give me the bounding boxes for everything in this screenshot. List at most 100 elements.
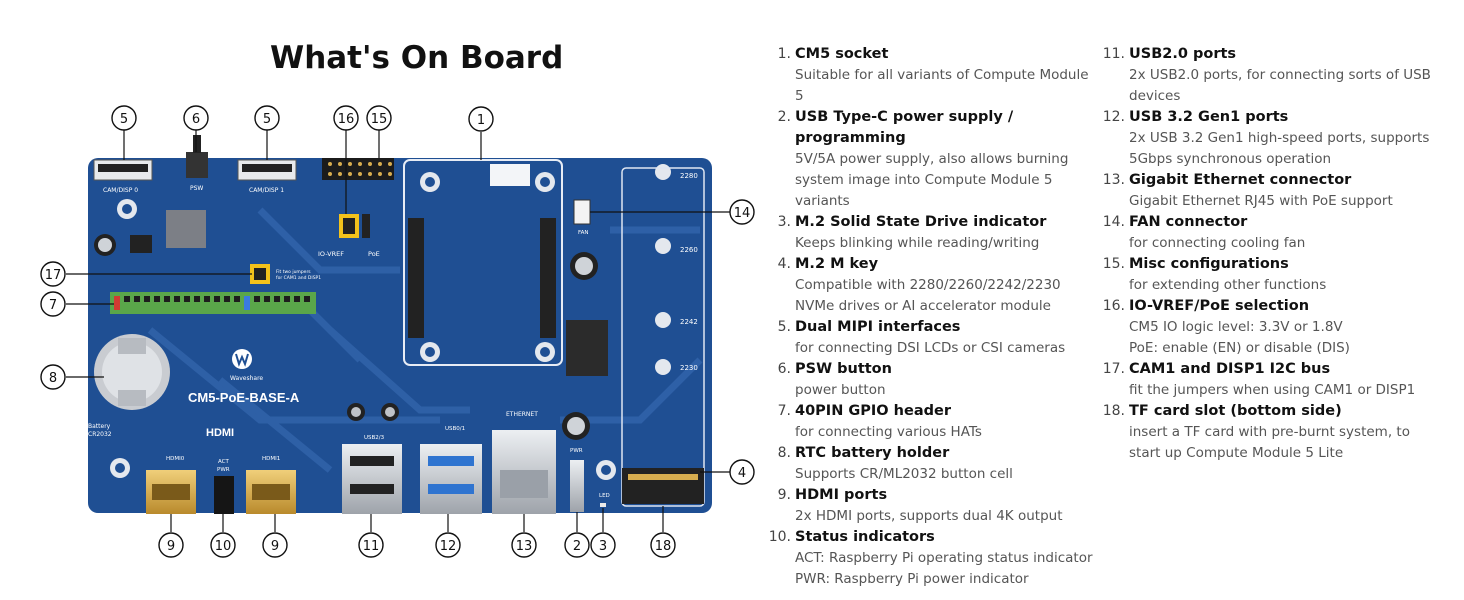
callout-8: [40, 364, 66, 390]
chip: [130, 235, 152, 253]
feature-number: 11.: [1102, 46, 1125, 62]
hdmi1-label: HDMI1: [262, 456, 280, 462]
usb01-label: USB0/1: [445, 426, 465, 432]
m2-2230-label: 2230: [680, 364, 698, 372]
feature-description: 2x USB 3.2 Gen1 high-speed ports, suppor…: [1129, 130, 1430, 146]
callout-17: [40, 261, 66, 287]
callout-16: [333, 105, 359, 131]
callout-2: [564, 532, 590, 558]
feature-title: PSW button: [795, 361, 892, 377]
cam-disp0-label: CAM/DISP 0: [103, 187, 138, 194]
callout-10-label: 10: [215, 539, 232, 554]
feature-title: Misc configurations: [1129, 256, 1289, 272]
board-name: CM5-PoE-BASE-A: [188, 390, 300, 405]
misc-header: [322, 158, 394, 180]
feature-number: 8.: [777, 445, 791, 461]
feature-description: 2x HDMI ports, supports dual 4K output: [795, 508, 1063, 524]
feature-title: IO-VREF/PoE selection: [1129, 298, 1310, 314]
power-ic: [566, 320, 608, 376]
feature-description: 5Gbps synchronous operation: [1129, 151, 1332, 167]
cr2032-label: CR2032: [88, 431, 112, 438]
feature-description: insert a TF card with pre-burnt system, …: [1129, 424, 1410, 440]
callout-15-label: 15: [371, 112, 388, 127]
feature-number: 16.: [1102, 298, 1125, 314]
feature-description: 2x USB2.0 ports, for connecting sorts of…: [1129, 67, 1431, 83]
callout-18: [650, 532, 676, 558]
callout-6: [183, 105, 209, 131]
mount-holes: [110, 164, 671, 480]
callout-9b: [262, 532, 288, 558]
feature-description: ACT: Raspberry Pi operating status indic…: [795, 550, 1093, 566]
feature-number: 12.: [1102, 109, 1125, 125]
callout-4: [729, 459, 755, 485]
feature-number: 4.: [777, 256, 791, 272]
callout-11: [358, 532, 384, 558]
callout-9b-label: 9: [271, 539, 279, 554]
feature-description: Supports CR/ML2032 button cell: [795, 466, 1013, 482]
feature-title: programming: [795, 130, 906, 146]
feature-title: Dual MIPI interfaces: [795, 319, 961, 335]
feature-description: Gigabit Ethernet RJ45 with PoE support: [1129, 193, 1393, 209]
feature-number: 2.: [777, 109, 791, 125]
feature-number: 17.: [1102, 361, 1125, 377]
callout-8-label: 8: [49, 371, 57, 386]
callout-17-label: 17: [45, 268, 62, 283]
io-vref-label: IO-VREF: [318, 250, 344, 258]
hdmi-logo: HDMI: [206, 427, 234, 439]
feature-item: 11.USB2.0 ports 2x USB2.0 ports, for conn…: [1102, 44, 1452, 107]
ssd-led: [600, 503, 606, 507]
feature-number: 13.: [1102, 172, 1125, 188]
brand-label: Waveshare: [230, 375, 263, 382]
callout-12-label: 12: [440, 539, 457, 554]
feature-description: for connecting various HATs: [795, 424, 982, 440]
pwr-label: PWR: [570, 448, 583, 454]
feature-description: for connecting DSI LCDs or CSI cameras: [795, 340, 1066, 356]
callout-14-label: 14: [734, 206, 751, 221]
feature-description: devices: [1129, 88, 1181, 104]
feature-description: PWR: Raspberry Pi power indicator: [795, 571, 1029, 587]
callout-5a-label: 5: [120, 112, 128, 127]
callout-4-label: 4: [738, 466, 746, 481]
callout-1: [468, 106, 494, 132]
callout-5b-label: 5: [263, 112, 271, 127]
callout-markers: [40, 105, 755, 558]
feature-description: for connecting cooling fan: [1129, 235, 1306, 251]
feature-item: 18.TF card slot (bottom side) insert a TF…: [1102, 401, 1452, 464]
feature-title: USB 3.2 Gen1 ports: [1129, 109, 1289, 125]
usb-c-port: [570, 460, 584, 512]
feature-title: USB Type-C power supply /: [795, 109, 1014, 125]
feature-description: for extending other functions: [1129, 277, 1327, 293]
callout-14: [729, 199, 755, 225]
feature-item: 12.USB 3.2 Gen1 ports 2x USB 3.2 Gen1 hig…: [1102, 107, 1452, 170]
feature-title: M.2 Solid State Drive indicator: [795, 214, 1047, 230]
feature-title: HDMI ports: [795, 487, 888, 503]
usb3-port: [420, 444, 482, 514]
feature-number: 18.: [1102, 403, 1125, 419]
ethernet-label: ETHERNET: [506, 411, 538, 418]
feature-number: 5.: [777, 319, 791, 335]
cm5-label-plate: [490, 164, 530, 186]
feature-list-right: 11.USB2.0 ports 2x USB2.0 ports, for conn…: [1102, 44, 1452, 464]
feature-number: 14.: [1102, 214, 1125, 230]
feature-title: TF card slot (bottom side): [1129, 403, 1342, 419]
poe-jumper: [362, 214, 370, 238]
fan-label: FAN: [578, 230, 589, 236]
feature-description: system image into Compute Module 5: [795, 172, 1053, 188]
callout-1-label: 1: [477, 113, 485, 128]
feature-description: fit the jumpers when using CAM1 or DISP1: [1129, 382, 1416, 398]
feature-description: 5V/5A power supply, also allows burning: [795, 151, 1069, 167]
feature-description: variants: [795, 193, 850, 209]
feature-title: USB2.0 ports: [1129, 46, 1237, 62]
feature-number: 10.: [768, 529, 791, 545]
gpio-header: [110, 292, 316, 314]
feature-description: Keeps blinking while reading/writing: [795, 235, 1040, 251]
